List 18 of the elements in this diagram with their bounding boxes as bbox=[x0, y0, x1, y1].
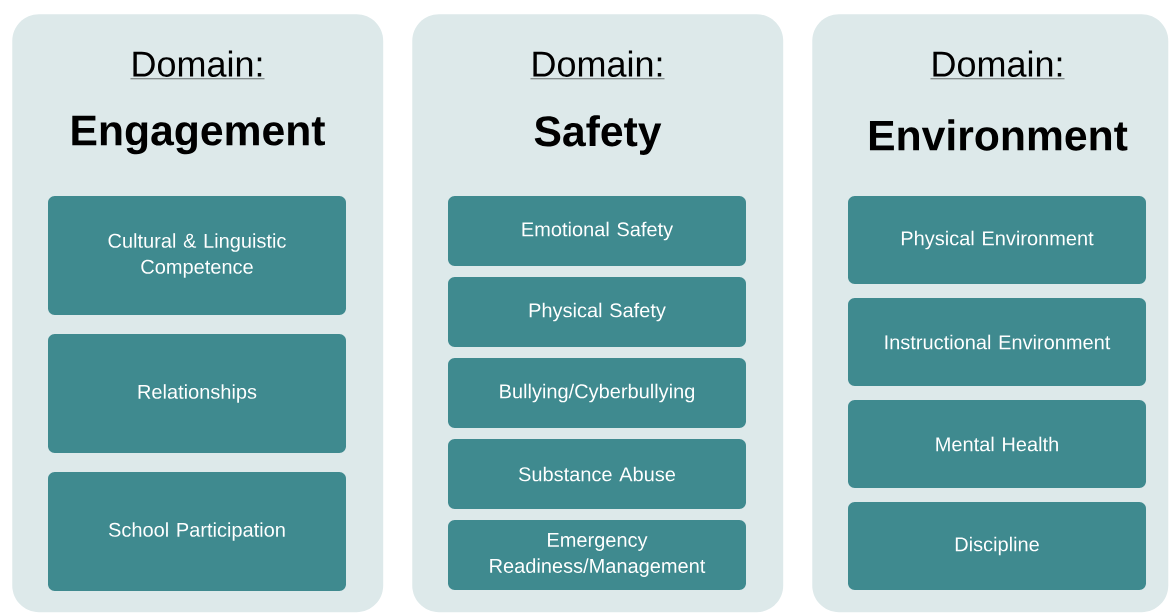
category-box: Relationships bbox=[48, 334, 346, 453]
category-box: Instructional Environment bbox=[848, 298, 1146, 386]
category-box: Emotional Safety bbox=[448, 196, 746, 266]
domain-label: Domain: bbox=[130, 50, 265, 80]
category-box: Discipline bbox=[848, 502, 1146, 590]
category-box: Mental Health bbox=[848, 400, 1146, 488]
category-box: Physical Environment bbox=[848, 196, 1146, 284]
category-box: Bullying/Cyberbullying bbox=[448, 358, 746, 428]
domain-title: Safety bbox=[534, 115, 662, 155]
domain-title: Engagement bbox=[72, 115, 325, 155]
category-box: School Participation bbox=[48, 472, 346, 591]
domain-title: Environment bbox=[869, 119, 1128, 151]
domain-label: Domain: bbox=[930, 50, 1065, 80]
category-box: Physical Safety bbox=[448, 277, 746, 347]
category-box: Cultural & Linguistic Competence bbox=[48, 196, 346, 315]
category-box: Emergency Readiness/Management bbox=[448, 520, 746, 590]
category-box: Substance Abuse bbox=[448, 439, 746, 509]
domain-label: Domain: bbox=[530, 50, 665, 80]
